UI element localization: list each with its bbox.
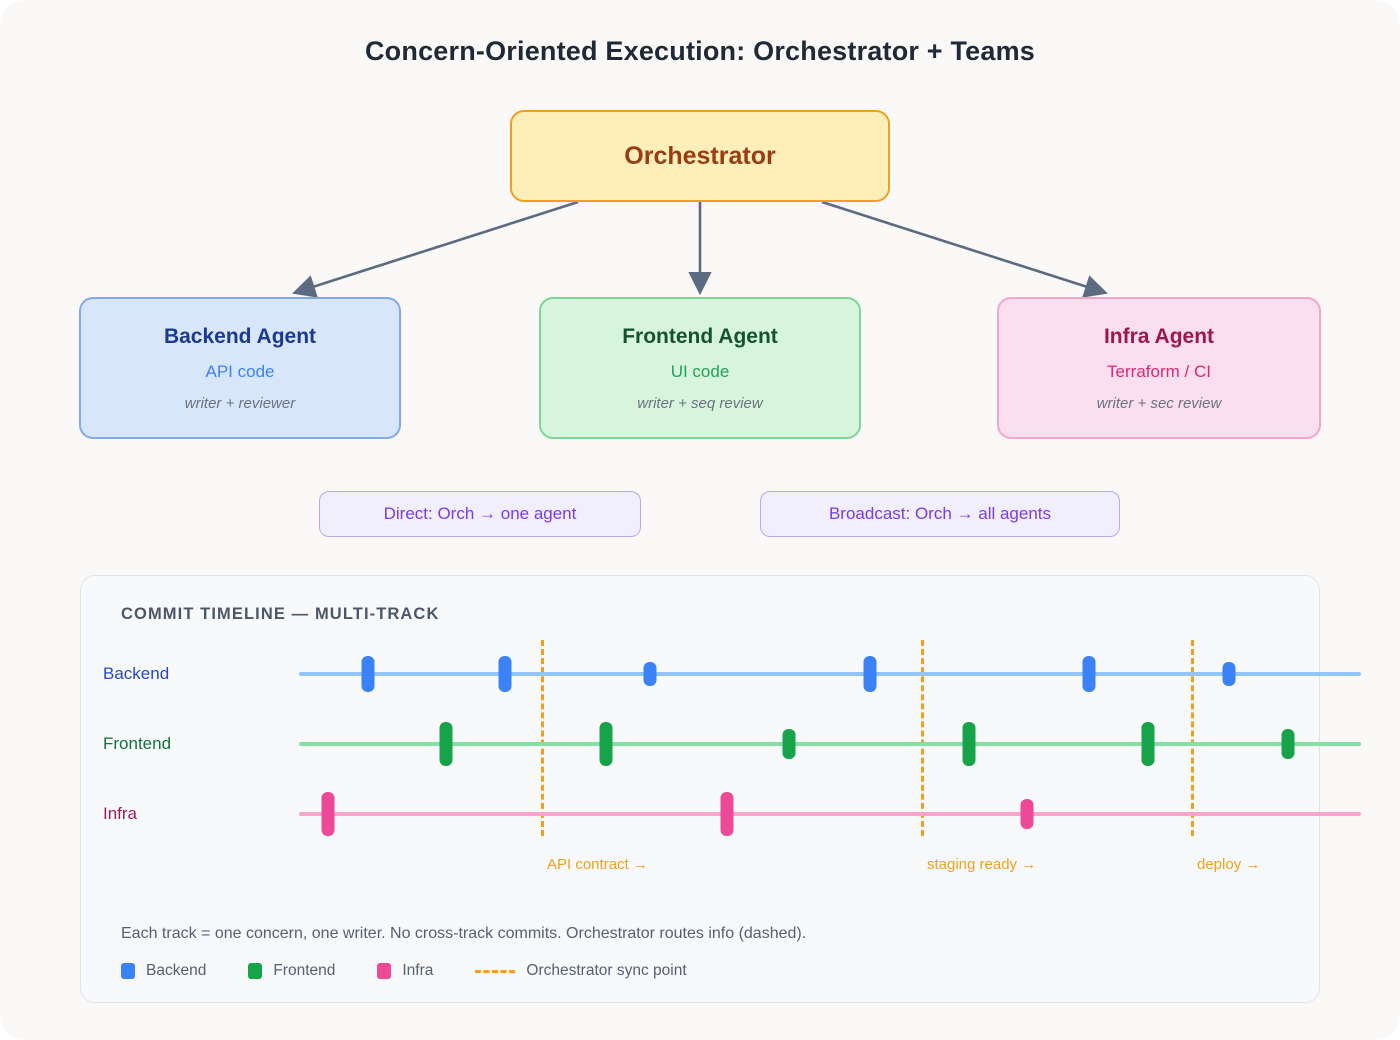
sync-label-2: staging ready → <box>927 856 1037 873</box>
commit-marker[interactable] <box>720 792 734 836</box>
commit-marker[interactable] <box>361 656 375 692</box>
commit-timeline-panel: COMMIT TIMELINE — MULTI-TRACK API contra… <box>80 575 1361 1004</box>
commit-marker[interactable] <box>643 662 657 686</box>
commit-marker[interactable] <box>962 722 976 766</box>
legend-swatch-icon <box>377 963 392 979</box>
sync-line-1 <box>541 640 544 836</box>
arrow-to-infra <box>821 200 1108 298</box>
commit-marker[interactable] <box>599 722 613 766</box>
commit-marker[interactable] <box>863 656 877 692</box>
backend-agent-role: writer + reviewer <box>184 395 296 413</box>
arrow-to-backend <box>292 200 579 298</box>
timeline-tracks: API contract → staging ready → deploy → Bac… <box>81 576 1361 1004</box>
frontend-agent-node[interactable]: Frontend Agent UI code writer + seq revi… <box>539 297 861 439</box>
orchestrator-node[interactable]: Orchestrator <box>510 110 890 202</box>
commit-marker[interactable] <box>1222 662 1236 686</box>
commit-marker[interactable] <box>1141 722 1155 766</box>
commit-marker[interactable] <box>439 722 453 766</box>
track-line-infra <box>299 812 1361 816</box>
track-label-infra: Infra <box>103 804 138 823</box>
legend-label: Orchestrator sync point <box>526 962 687 979</box>
backend-agent-title: Backend Agent <box>163 324 317 348</box>
infra-agent-title: Infra Agent <box>1103 324 1215 348</box>
frontend-agent-role: writer + seq review <box>637 395 763 413</box>
track-label-backend: Backend <box>103 664 170 683</box>
sync-label-1: API contract → <box>547 856 648 873</box>
commit-marker[interactable] <box>1020 799 1034 829</box>
infra-agent-role: writer + sec review <box>1096 395 1222 413</box>
sync-line-3 <box>1191 640 1194 836</box>
commit-marker[interactable] <box>782 729 796 759</box>
commit-marker[interactable] <box>498 656 512 692</box>
sync-line-2 <box>921 640 924 836</box>
orchestrator-label: Orchestrator <box>624 142 776 170</box>
commit-marker[interactable] <box>1082 656 1096 692</box>
commit-marker[interactable] <box>321 792 335 836</box>
legend-label: Backend <box>146 962 207 979</box>
page-title: Concern-Oriented Execution: Orchestrator… <box>364 36 1036 66</box>
frontend-agent-subtitle: UI code <box>670 362 730 382</box>
timeline-note: Each track = one concern, one writer. No… <box>121 925 807 942</box>
track-label-frontend: Frontend <box>103 734 172 753</box>
dashed-line-icon <box>475 969 516 973</box>
frontend-agent-title: Frontend Agent <box>622 324 778 348</box>
legend-item-3: Orchestrator sync point <box>475 962 687 980</box>
track-line-frontend <box>299 742 1361 746</box>
legend-swatch-icon <box>248 963 263 979</box>
backend-agent-subtitle: API code <box>205 362 275 382</box>
legend-label: Frontend <box>273 962 336 979</box>
legend-item-0: Backend <box>121 962 206 980</box>
legend-label: Infra <box>402 962 434 979</box>
track-line-backend <box>299 672 1361 676</box>
legend-item-1: Frontend <box>248 962 335 980</box>
infra-agent-subtitle: Terraform / CI <box>1107 362 1211 382</box>
backend-agent-node[interactable]: Backend Agent API code writer + reviewer <box>79 297 401 439</box>
timeline-heading: COMMIT TIMELINE — MULTI-TRACK <box>121 605 440 623</box>
pill-broadcast-message[interactable]: Broadcast: Orch → all agents <box>760 491 1120 537</box>
legend-item-2: Infra <box>377 962 433 980</box>
legend-swatch-icon <box>121 963 135 979</box>
timeline-legend: Backend Frontend Infra Orchestrator sync po… <box>121 962 729 980</box>
pill-direct-message[interactable]: Direct: Orch → one agent <box>319 491 641 537</box>
sync-label-3: deploy → <box>1197 856 1261 873</box>
commit-marker[interactable] <box>1281 729 1295 759</box>
infra-agent-node[interactable]: Infra Agent Terraform / CI writer + sec … <box>997 297 1321 439</box>
